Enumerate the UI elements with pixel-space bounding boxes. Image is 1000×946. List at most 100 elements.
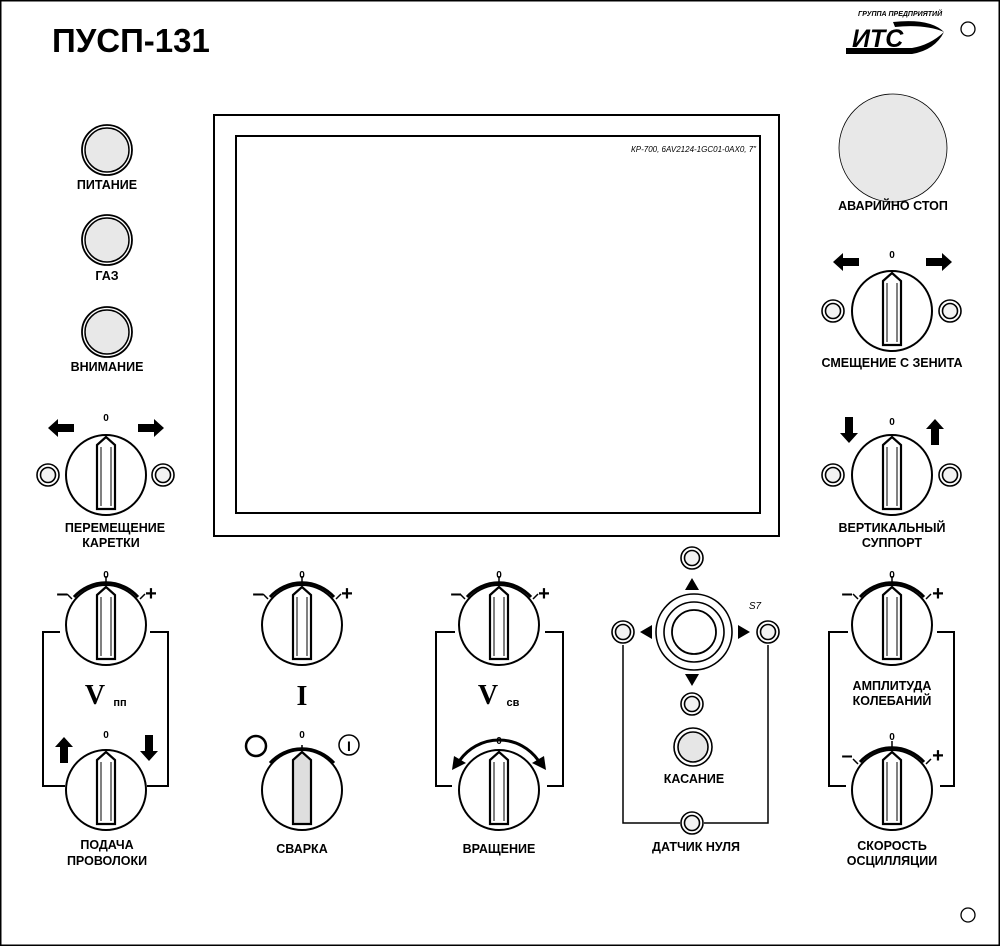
- vertical-right-led: [938, 463, 962, 487]
- zero-sensor-led: [680, 811, 704, 835]
- emergency-stop-button[interactable]: [838, 93, 948, 203]
- vertical-support-switch[interactable]: [850, 433, 934, 517]
- wire-feed-switch[interactable]: [64, 748, 148, 832]
- vpp-symbol: V: [85, 680, 105, 711]
- amplitude-label-1: АМПЛИТУДА: [853, 679, 932, 693]
- current-zero-mark: 0: [299, 570, 305, 581]
- vsv-potentiometer[interactable]: [457, 583, 541, 667]
- rotation-switch[interactable]: [457, 748, 541, 832]
- zenith-offset-switch-group: 0 СМЕЩЕНИЕ С ЗЕНИТА: [821, 250, 963, 370]
- zenith-zero-mark: 0: [889, 250, 895, 261]
- current-minus: –: [252, 583, 263, 605]
- rotation-label: ВРАЩЕНИЕ: [463, 842, 536, 856]
- arrow-right-icon: [738, 625, 750, 639]
- weld-off-icon: [244, 734, 268, 758]
- amplitude-label-2: КОЛЕБАНИЙ: [853, 693, 932, 708]
- rotate-ccw-icon: [452, 756, 466, 770]
- zenith-offset-switch[interactable]: [850, 269, 934, 353]
- oscillation-label-2: ОСЦИЛЛЯЦИИ: [847, 854, 938, 868]
- page-title: ПУСП-131: [52, 22, 210, 59]
- vpp-minus: –: [56, 583, 67, 605]
- zenith-right-led: [938, 299, 962, 323]
- touch-button[interactable]: [677, 731, 709, 763]
- zenith-left-led: [821, 299, 845, 323]
- amplitude-minus: –: [841, 583, 852, 605]
- logo-swoosh-icon: [846, 32, 944, 54]
- carriage-zero-mark: 0: [103, 413, 109, 424]
- touch-label: КАСАНИЕ: [664, 772, 724, 786]
- weld-label: СВАРКА: [276, 842, 327, 856]
- joystick-right-led: [756, 620, 780, 644]
- oscillation-column: 0 – + АМПЛИТУДА КОЛЕБАНИЙ 0 – + СКОРОСТЬ…: [828, 570, 955, 868]
- current-potentiometer[interactable]: [260, 583, 344, 667]
- weld-switch[interactable]: [261, 749, 343, 831]
- power-lamp-label: ПИТАНИЕ: [77, 178, 137, 192]
- logo-tagline: ГРУППА ПРЕДПРИЯТИЙ: [858, 9, 943, 18]
- vsv-zero-mark: 0: [496, 570, 502, 581]
- zenith-offset-label: СМЕЩЕНИЕ С ЗЕНИТА: [821, 356, 962, 370]
- vertical-support-switch-group: 0 ВЕРТИКАЛЬНЫЙ СУППОРТ: [821, 417, 962, 550]
- arrow-up-icon: [685, 578, 699, 590]
- carriage-label-1: ПЕРЕМЕЩЕНИЕ: [65, 521, 165, 535]
- vertical-zero-mark: 0: [889, 417, 895, 428]
- oscillation-potentiometer[interactable]: [850, 748, 934, 832]
- vsv-subscript: св: [507, 697, 520, 709]
- vpp-plus: +: [145, 583, 157, 605]
- carriage-switch-group: 0 ПЕРЕМЕЩЕНИЕ КАРЕТКИ: [36, 413, 175, 550]
- oscillation-zero-mark: 0: [889, 732, 895, 743]
- wire-feed-label-2: ПРОВОЛОКИ: [67, 854, 147, 868]
- emergency-stop-label: АВАРИЙНО СТОП: [838, 198, 948, 213]
- joystick-up-led: [680, 546, 704, 570]
- wire-zero-mark: 0: [103, 730, 109, 741]
- vertical-support-label-1: ВЕРТИКАЛЬНЫЙ: [839, 520, 946, 535]
- carriage-switch[interactable]: [64, 433, 148, 517]
- carriage-left-led: [36, 463, 60, 487]
- amplitude-zero-mark: 0: [889, 570, 895, 581]
- wire-column: 0 – + V пп 0 ПОДАЧА ПРОВОЛОКИ: [42, 570, 169, 868]
- vpp-zero-mark: 0: [103, 570, 109, 581]
- logo-swoosh-top-icon: [893, 21, 944, 32]
- oscillation-label-1: СКОРОСТЬ: [857, 839, 927, 853]
- oscillation-plus: +: [932, 745, 944, 767]
- attention-lamp: [81, 306, 133, 358]
- vertical-left-led: [821, 463, 845, 487]
- weld-zero-mark: 0: [299, 730, 305, 741]
- current-plus: +: [341, 583, 353, 605]
- joystick-down-led: [680, 692, 704, 716]
- touch-display[interactable]: [235, 135, 761, 514]
- rotate-cw-icon: [532, 756, 546, 770]
- amplitude-potentiometer[interactable]: [850, 583, 934, 667]
- carriage-right-led: [151, 463, 175, 487]
- mount-hole-bottom: [960, 907, 976, 923]
- mount-hole-top: [960, 21, 976, 37]
- vpp-subscript: пп: [113, 697, 126, 709]
- weld-column: 0 – + I I 0 СВАРКА: [244, 570, 360, 856]
- weld-on-mark: I: [347, 738, 351, 754]
- vsv-plus: +: [538, 583, 550, 605]
- vsv-minus: –: [450, 583, 461, 605]
- amplitude-plus: +: [932, 583, 944, 605]
- joystick[interactable]: [671, 609, 717, 655]
- rotation-arc: [458, 738, 540, 761]
- oscillation-minus: –: [841, 745, 852, 767]
- gas-lamp-label: ГАЗ: [95, 269, 118, 283]
- zero-sensor-label: ДАТЧИК НУЛЯ: [652, 840, 740, 854]
- vsv-symbol: V: [478, 680, 498, 711]
- display-model: КР-700, 6AV2124-1GC01-0AX0, 7": [631, 145, 757, 154]
- gas-lamp: [81, 214, 133, 266]
- carriage-label-2: КАРЕТКИ: [82, 536, 140, 550]
- joystick-left-led: [611, 620, 635, 644]
- vertical-support-label-2: СУППОРТ: [862, 536, 923, 550]
- rotation-column: 0 – + V св 0 ВРАЩЕНИЕ: [435, 570, 564, 856]
- arrow-down-icon: [685, 674, 699, 686]
- wire-feed-label-1: ПОДАЧА: [80, 838, 133, 852]
- current-symbol: I: [297, 681, 308, 712]
- rotation-zero-mark: 0: [496, 736, 502, 747]
- joystick-id: S7: [749, 601, 762, 612]
- vpp-potentiometer[interactable]: [64, 583, 148, 667]
- company-logo: ГРУППА ПРЕДПРИЯТИЙ ИТС: [846, 9, 944, 54]
- joystick-group: S7 КАСАНИЕ ДАТЧИК НУЛЯ: [611, 546, 780, 854]
- weld-on-icon: [338, 734, 360, 756]
- attention-lamp-label: ВНИМАНИЕ: [71, 360, 144, 374]
